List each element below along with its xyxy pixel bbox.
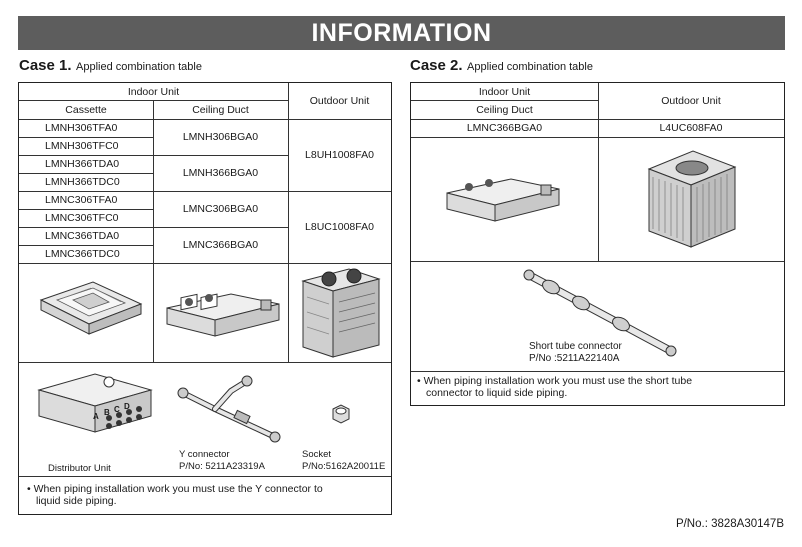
distributor-caption: Distributor Unit — [48, 463, 111, 474]
case2-subtitle: Applied combination table — [467, 61, 593, 73]
port-label: D — [124, 402, 130, 411]
document-part-number: P/No.: 3828A30147B — [675, 518, 784, 530]
short-tube-connector-caption: Short tube connector — [529, 341, 622, 352]
case1-note-line1: • When piping installation work you must… — [27, 483, 323, 495]
case2-ceiling-duct-header: Ceiling Duct — [476, 103, 533, 116]
page-title: INFORMATION — [18, 16, 785, 50]
case2-note-line2: connector to liquid side piping. — [426, 387, 568, 399]
case1-indoor-unit-header: Indoor Unit — [127, 85, 180, 98]
socket-caption: Socket — [302, 449, 332, 460]
distributor-unit-image — [37, 373, 153, 433]
case1-ceiling-duct-header: Ceiling Duct — [192, 103, 249, 116]
case1-table: Indoor Unit Cassette Ceiling Duct Outdoo… — [18, 82, 392, 515]
case2-indoor-unit-header: Indoor Unit — [478, 85, 531, 98]
short-tube-connector-part-number: P/No :5211A22140A — [529, 353, 620, 364]
case1-title: Case 1. Applied combination table — [19, 57, 202, 74]
duct-model: LMNC306BGA0 — [182, 203, 259, 215]
outdoor-model: L8UH1008FA0 — [305, 149, 374, 161]
ceiling-duct-image — [446, 178, 560, 222]
case2-duct-model: LMNC366BGA0 — [466, 122, 543, 134]
case2-label: Case 2. — [410, 57, 463, 74]
case1-outdoor-unit-header: Outdoor Unit — [309, 95, 370, 107]
y-connector-caption: Y connector — [179, 449, 230, 460]
cassette-model: LMNH366TDA0 — [45, 158, 120, 170]
cassette-model: LMNH306TFC0 — [45, 140, 119, 152]
case2-outdoor-model: L4UC608FA0 — [659, 122, 723, 134]
case2-outdoor-unit-header: Outdoor Unit — [661, 95, 721, 107]
outdoor-unit-image — [301, 268, 381, 358]
port-label: B — [104, 408, 110, 417]
case1-note-line2: liquid side piping. — [36, 495, 117, 507]
port-label: C — [114, 405, 120, 414]
case2-title: Case 2. Applied combination table — [410, 57, 593, 74]
duct-model: LMNC366BGA0 — [182, 239, 259, 251]
case2-table: Indoor Unit Ceiling Duct Outdoor Unit LM… — [410, 82, 785, 406]
case1-cassette-header: Cassette — [65, 103, 107, 116]
socket-part-number: P/No:5162A20011E — [302, 461, 386, 472]
port-label: A — [93, 412, 99, 421]
outdoor-model: L8UC1008FA0 — [305, 221, 374, 233]
y-connector-part-number: P/No: 5211A23319A — [179, 461, 265, 472]
case1-subtitle: Applied combination table — [76, 61, 202, 73]
ceiling-duct-image — [166, 293, 280, 337]
cassette-model: LMNC366TDA0 — [45, 230, 120, 242]
cassette-model: LMNH366TDC0 — [45, 176, 120, 188]
case1-label: Case 1. — [19, 57, 72, 74]
cassette-model: LMNH306TFA0 — [45, 122, 118, 134]
y-connector-image — [177, 375, 281, 443]
socket-image — [332, 404, 350, 424]
outdoor-unit-image — [647, 150, 737, 248]
cassette-unit-image — [39, 281, 143, 335]
cassette-model: LMNC306TFA0 — [45, 194, 118, 206]
short-tube-connector-image — [523, 269, 677, 357]
case2-note-line1: • When piping installation work you must… — [417, 375, 693, 387]
cassette-model: LMNC366TDC0 — [45, 248, 120, 260]
duct-model: LMNH306BGA0 — [182, 131, 259, 143]
duct-model: LMNH366BGA0 — [182, 167, 259, 179]
cassette-model: LMNC306TFC0 — [45, 212, 119, 224]
